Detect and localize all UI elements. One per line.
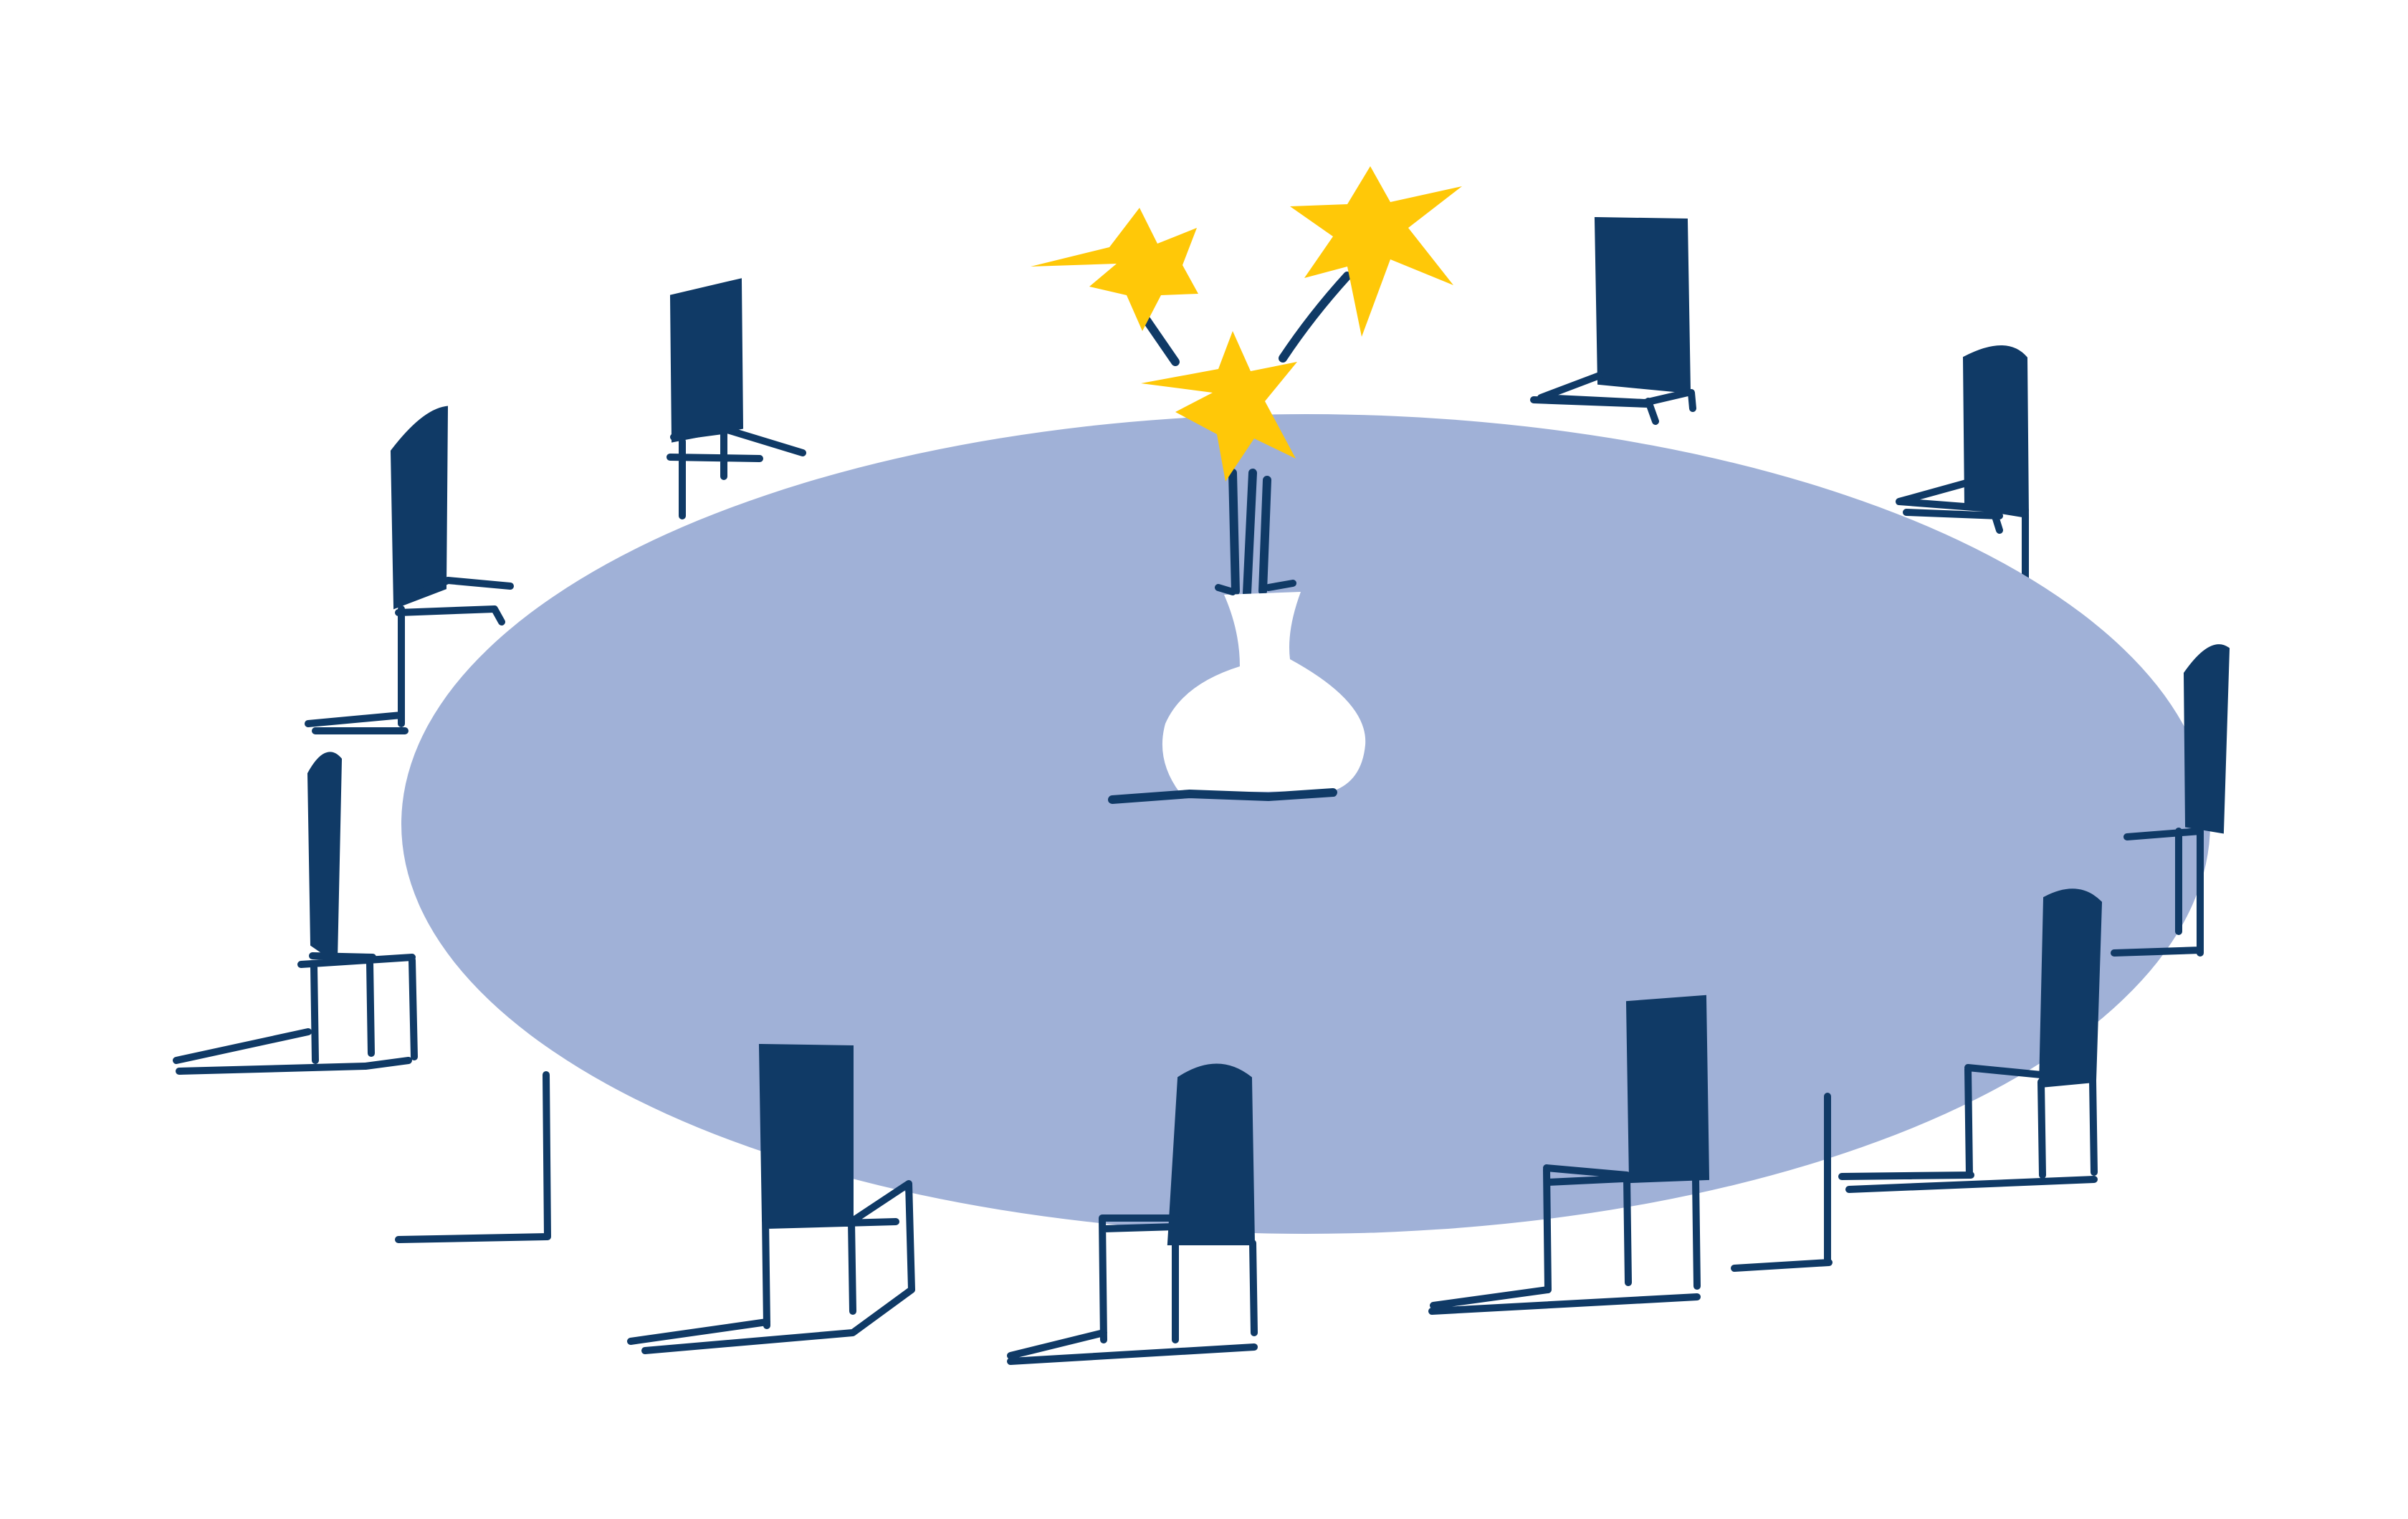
chair-seat [1530, 372, 1696, 425]
chair-seat [1896, 479, 2029, 588]
chair-seat [1838, 1064, 2098, 1193]
chair-backrest [307, 752, 343, 964]
chair-back-left [666, 278, 806, 519]
chair-seat [627, 1180, 915, 1354]
chair-back-right [1530, 216, 1696, 425]
chair-seat [1007, 1214, 1258, 1365]
chair-backrest [1625, 995, 1710, 1184]
chair-backrest [1594, 216, 1691, 394]
flower-stems [1141, 272, 1352, 598]
chair-seat [1428, 1164, 1702, 1315]
vase-rim-line [1215, 580, 1296, 595]
chair-front-1 [627, 1043, 915, 1354]
flower-center-icon [1141, 331, 1297, 481]
chair-right-lower [1838, 888, 2103, 1193]
chair-front-3 [1428, 995, 1710, 1315]
chair-seat [666, 426, 806, 519]
chair-left-lower [173, 752, 418, 1075]
chair-left-upper [305, 406, 514, 734]
chair-right-upper [1896, 345, 2030, 588]
chair-seat [2111, 828, 2204, 957]
vase [1162, 592, 1366, 792]
chair-seat [305, 577, 514, 734]
chair-backrest [758, 1043, 854, 1225]
chair-backrest [2038, 888, 2103, 1088]
flower-right [1290, 166, 1462, 337]
vase-base-line [1108, 788, 1337, 804]
chair-left-front-legs [395, 1071, 551, 1243]
chair-backrest [669, 278, 744, 443]
chair-seat [173, 952, 418, 1075]
flower-right-icon [1290, 166, 1462, 337]
table-top [401, 414, 2210, 1234]
flower-left-icon [1031, 208, 1198, 331]
chair-front-right-legs [1731, 1093, 1833, 1272]
flower-left [1031, 208, 1198, 331]
chair-backrest [1167, 1063, 1256, 1245]
chair-backrest [2183, 644, 2230, 834]
chair-backrest [1962, 345, 2030, 519]
chair-right-middle [2111, 644, 2230, 957]
flower-center [1141, 331, 1297, 481]
chair-front-2 [1007, 1063, 1258, 1365]
chair-backrest [390, 406, 449, 610]
